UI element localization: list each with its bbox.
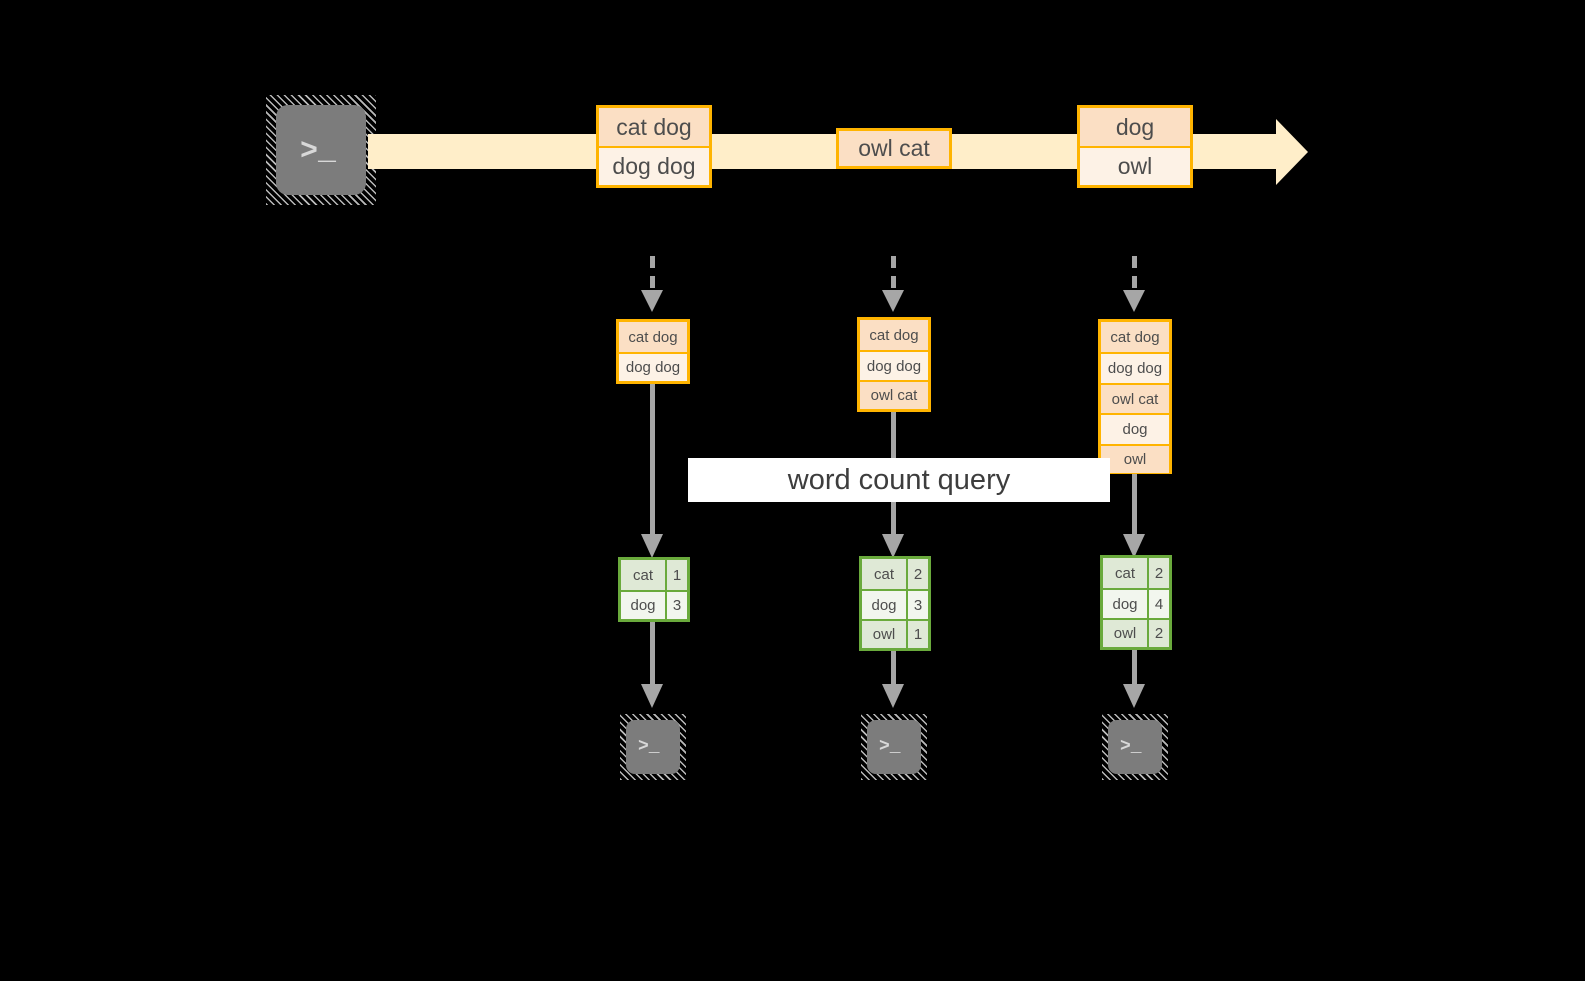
result-word: dog bbox=[1103, 590, 1149, 618]
result-word: owl bbox=[862, 621, 908, 648]
result-row: cat 1 bbox=[621, 560, 687, 590]
consumer-terminal-icon-1: >_ bbox=[620, 714, 686, 780]
snapshot-line: cat dog bbox=[1101, 322, 1169, 352]
snapshot-3: cat dog dog dog owl cat dog owl bbox=[1098, 319, 1172, 474]
output-line-3 bbox=[1132, 650, 1137, 686]
terminal-prompt-glyph: >_ bbox=[300, 135, 337, 169]
result-word: cat bbox=[621, 560, 667, 590]
snapshot-line: cat dog bbox=[860, 320, 928, 350]
record-line: owl bbox=[1080, 146, 1190, 185]
result-count: 3 bbox=[908, 591, 928, 619]
result-count: 3 bbox=[667, 592, 687, 619]
result-count: 1 bbox=[667, 560, 687, 590]
query-arrow-head-1 bbox=[641, 534, 663, 558]
result-2: cat 2 dog 3 owl 1 bbox=[859, 556, 931, 651]
stream-record-2: owl cat bbox=[836, 128, 952, 169]
stream-arrow-head bbox=[1276, 119, 1308, 185]
terminal-prompt-glyph: >_ bbox=[638, 737, 660, 757]
snapshot-line: dog dog bbox=[619, 352, 687, 381]
result-count: 2 bbox=[908, 559, 928, 589]
result-word: dog bbox=[621, 592, 667, 619]
consumer-terminal-icon-3: >_ bbox=[1102, 714, 1168, 780]
snapshot-line: owl cat bbox=[1101, 383, 1169, 413]
result-count: 2 bbox=[1149, 620, 1169, 647]
consumer-terminal-icon-2: >_ bbox=[861, 714, 927, 780]
output-arrow-head-3 bbox=[1123, 684, 1145, 708]
result-row: dog 3 bbox=[862, 589, 928, 619]
stream-record-1: cat dog dog dog bbox=[596, 105, 712, 188]
tap-dashed-line-1 bbox=[650, 256, 655, 292]
producer-terminal-icon: >_ bbox=[266, 95, 376, 205]
terminal-body bbox=[867, 720, 921, 774]
tap-arrow-head-2 bbox=[882, 290, 904, 312]
query-label: word count query bbox=[688, 458, 1110, 502]
result-count: 2 bbox=[1149, 558, 1169, 588]
terminal-body bbox=[626, 720, 680, 774]
tap-dashed-line-2 bbox=[891, 256, 896, 292]
snapshot-1: cat dog dog dog bbox=[616, 319, 690, 384]
query-arrow-head-3 bbox=[1123, 534, 1145, 558]
output-arrow-head-1 bbox=[641, 684, 663, 708]
snapshot-line: owl cat bbox=[860, 380, 928, 409]
record-line: dog dog bbox=[599, 146, 709, 185]
query-line-1 bbox=[650, 384, 655, 536]
result-count: 1 bbox=[908, 621, 928, 648]
result-word: cat bbox=[1103, 558, 1149, 588]
result-row: dog 3 bbox=[621, 590, 687, 619]
terminal-prompt-glyph: >_ bbox=[1120, 737, 1142, 757]
result-3: cat 2 dog 4 owl 2 bbox=[1100, 555, 1172, 650]
tap-arrow-head-3 bbox=[1123, 290, 1145, 312]
snapshot-2: cat dog dog dog owl cat bbox=[857, 317, 931, 412]
terminal-body bbox=[276, 105, 366, 195]
snapshot-line: cat dog bbox=[619, 322, 687, 352]
result-1: cat 1 dog 3 bbox=[618, 557, 690, 622]
record-line: dog bbox=[1080, 108, 1190, 146]
query-arrow-head-2 bbox=[882, 534, 904, 558]
record-line: cat dog bbox=[599, 108, 709, 146]
result-row: cat 2 bbox=[862, 559, 928, 589]
tap-dashed-line-3 bbox=[1132, 256, 1137, 292]
snapshot-line: dog dog bbox=[860, 350, 928, 380]
result-count: 4 bbox=[1149, 590, 1169, 618]
result-word: cat bbox=[862, 559, 908, 589]
snapshot-line: owl bbox=[1101, 444, 1169, 473]
output-arrow-head-2 bbox=[882, 684, 904, 708]
snapshot-line: dog dog bbox=[1101, 352, 1169, 383]
result-row: dog 4 bbox=[1103, 588, 1169, 618]
result-row: owl 2 bbox=[1103, 618, 1169, 647]
output-line-2 bbox=[891, 651, 896, 686]
result-word: owl bbox=[1103, 620, 1149, 647]
tap-arrow-head-1 bbox=[641, 290, 663, 312]
result-word: dog bbox=[862, 591, 908, 619]
stream-record-3: dog owl bbox=[1077, 105, 1193, 188]
result-row: owl 1 bbox=[862, 619, 928, 648]
output-line-1 bbox=[650, 622, 655, 686]
record-line: owl cat bbox=[839, 131, 949, 166]
snapshot-line: dog bbox=[1101, 413, 1169, 444]
terminal-body bbox=[1108, 720, 1162, 774]
result-row: cat 2 bbox=[1103, 558, 1169, 588]
terminal-prompt-glyph: >_ bbox=[879, 737, 901, 757]
query-line-3 bbox=[1132, 474, 1137, 536]
